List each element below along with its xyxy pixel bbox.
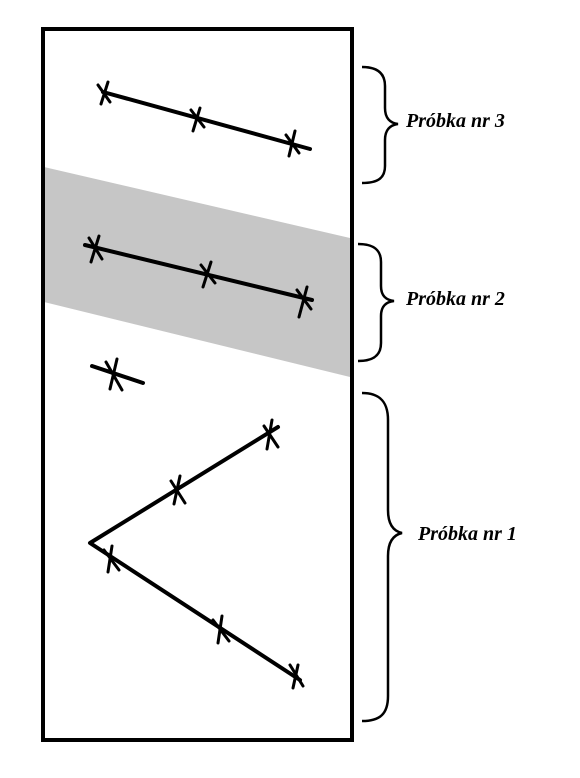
isolated-cross-mark: [90, 357, 145, 392]
brace-sample-3: [361, 65, 399, 185]
cross-mark: [199, 260, 217, 289]
sample-3-marks: [96, 80, 301, 158]
cross-mark: [169, 474, 187, 506]
brace-sample-2: [357, 242, 395, 363]
cross-mark: [295, 285, 313, 319]
sample-3-label: Próbka nr 3: [406, 110, 505, 132]
specimen-frame: [41, 27, 354, 742]
cross-mark: [189, 106, 206, 133]
cross-mark: [96, 80, 112, 106]
sample-2-marks: [87, 234, 313, 319]
cross-mark: [262, 418, 280, 451]
sample-1-marks: [102, 418, 305, 690]
sample-2-label: Próbka nr 2: [406, 288, 505, 310]
sample-3-line: [101, 90, 312, 151]
brace-sample-1: [361, 391, 403, 723]
cross-mark: [211, 614, 231, 645]
sample-1-v-lines: [88, 425, 302, 682]
cross-mark: [284, 129, 301, 158]
cross-mark: [87, 234, 104, 264]
sample-1-label: Próbka nr 1: [418, 523, 517, 545]
sample-2-line: [83, 243, 314, 302]
cross-mark: [102, 544, 121, 574]
cross-mark: [288, 663, 305, 690]
